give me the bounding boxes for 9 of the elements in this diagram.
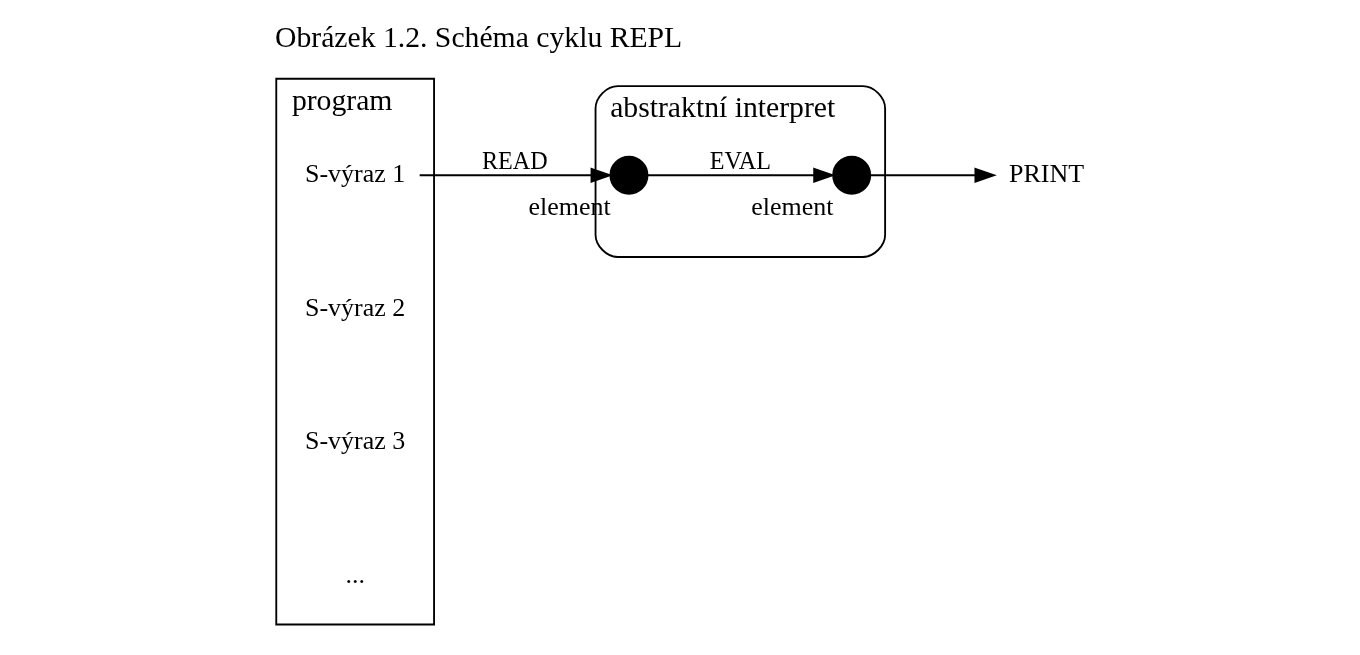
node-text: S-výraz 3 [305, 426, 406, 456]
edge-label: READ [481, 146, 548, 174]
node-text: S-výraz 2 [305, 292, 406, 322]
caption: Obrázek 1.2. Schéma cyklu REPL [274, 20, 683, 53]
node-text: ... [345, 560, 365, 590]
node-text: S-výraz 1 [305, 159, 406, 189]
edge-label: EVAL [709, 146, 771, 174]
node-text: PRINT [1009, 159, 1085, 189]
node-label: element [751, 191, 834, 221]
